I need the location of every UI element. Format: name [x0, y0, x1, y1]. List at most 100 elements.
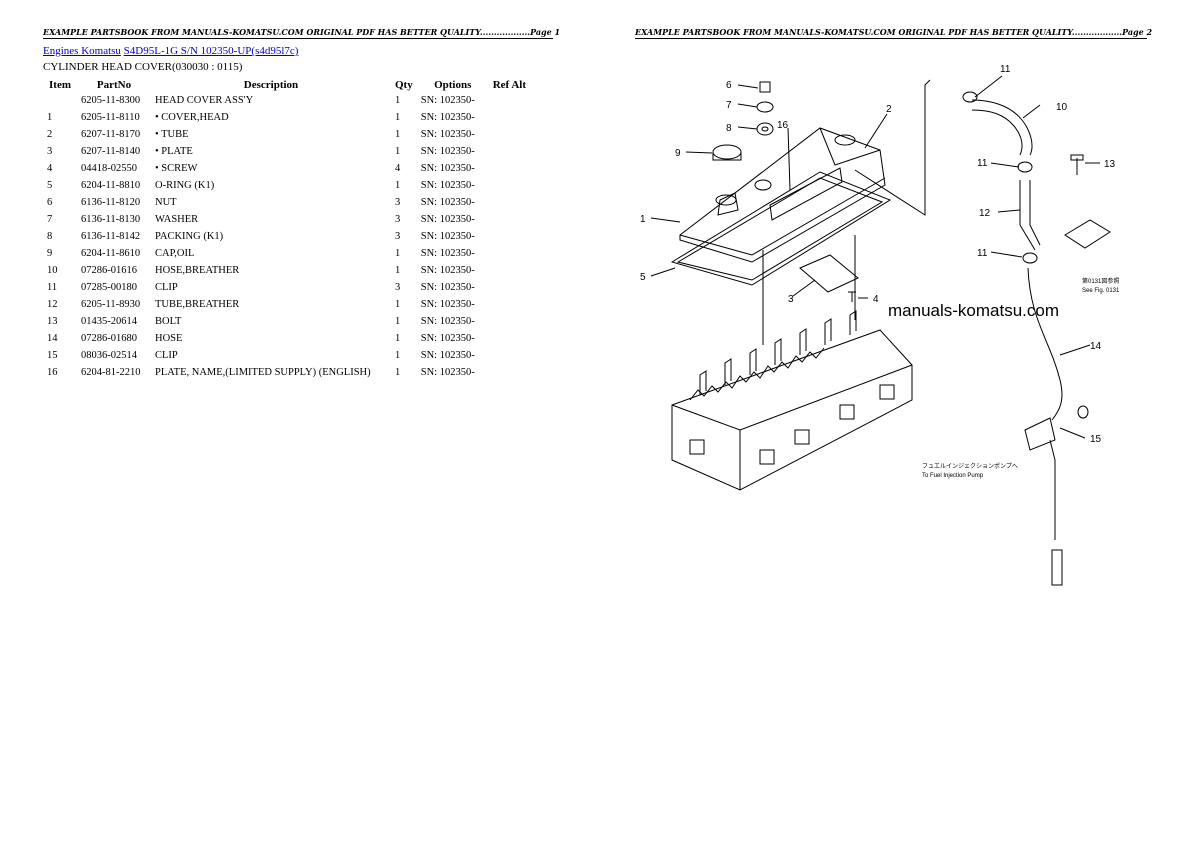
callout-16: 16 — [777, 120, 789, 131]
cell-options: SN: 102350- — [420, 163, 475, 174]
cell-options: SN: 102350- — [420, 350, 475, 361]
cell-options: SN: 102350- — [420, 231, 475, 242]
note-ref-en: See Fig. 0131 — [1082, 288, 1120, 294]
cell-qty: 1 — [395, 350, 401, 361]
cell-item: 4 — [47, 163, 53, 174]
cell-description: PACKING (K1) — [155, 231, 224, 242]
oil-cap-drawing — [712, 144, 742, 160]
cell-description: HOSE,BREATHER — [155, 265, 240, 276]
cell-qty: 1 — [395, 146, 401, 157]
cell-item: 6 — [47, 197, 53, 208]
cell-qty: 3 — [395, 231, 401, 242]
cell-item: 14 — [47, 333, 58, 344]
cell-qty: 1 — [395, 333, 401, 344]
callout-6: 6 — [726, 80, 732, 91]
cell-item: 3 — [47, 146, 53, 157]
cell-item: 1 — [47, 112, 53, 123]
cell-qty: 1 — [395, 95, 401, 106]
cell-qty: 1 — [395, 129, 401, 140]
cell-qty: 1 — [395, 367, 401, 378]
cell-options: SN: 102350- — [420, 333, 475, 344]
plate-drawing — [799, 254, 859, 293]
cell-options: SN: 102350- — [420, 367, 475, 378]
cell-item: 2 — [47, 129, 53, 140]
cell-qty: 3 — [395, 282, 401, 293]
cell-options: SN: 102350- — [420, 316, 475, 327]
cell-options: SN: 102350- — [420, 129, 475, 140]
callout-9: 9 — [675, 148, 681, 159]
callout-14: 14 — [1090, 341, 1102, 352]
note-pump-jp: フュエルインジェクションポンプへ — [922, 462, 1018, 470]
cell-description: • SCREW — [155, 163, 198, 174]
hose-14-drawing — [1027, 267, 1063, 421]
cell-options: SN: 102350- — [420, 265, 475, 276]
cell-item: 5 — [47, 180, 53, 191]
cell-partno: 6205-11-8930 — [81, 299, 141, 310]
cell-partno: 6205-11-8110 — [81, 112, 140, 123]
note-pump-en: To Fuel Injection Pump — [922, 473, 984, 479]
cell-description: O-RING (K1) — [155, 180, 215, 191]
cell-options: SN: 102350- — [420, 112, 475, 123]
callout-11b: 11 — [977, 158, 988, 169]
callout-11a: 11 — [1000, 64, 1011, 75]
cell-partno: 6204-11-8810 — [81, 180, 141, 191]
callout-10: 10 — [1056, 102, 1068, 113]
parts-table: Item PartNo Description Qty Options Ref … — [43, 77, 530, 381]
cell-item: 10 — [47, 265, 58, 276]
callout-2: 2 — [886, 104, 892, 115]
cell-qty: 1 — [395, 316, 401, 327]
cell-description: • PLATE — [155, 146, 193, 157]
cell-item: 13 — [47, 316, 58, 327]
cell-options: SN: 102350- — [420, 197, 475, 208]
cell-description: • COVER,HEAD — [155, 112, 229, 123]
cell-item: 11 — [47, 282, 58, 293]
callout-11c: 11 — [977, 248, 988, 259]
head-cover-drawing — [679, 127, 886, 263]
cell-description: PLATE, NAME,(LIMITED SUPPLY) (ENGLISH) — [155, 367, 371, 378]
page-2: EXAMPLE PARTSBOOK FROM MANUALS-KOMATSU.C… — [595, 0, 1190, 842]
callout-15: 15 — [1090, 434, 1102, 445]
col-partno: PartNo — [96, 78, 132, 91]
cell-qty: 1 — [395, 248, 401, 259]
cell-options: SN: 102350- — [420, 146, 475, 157]
breadcrumb-link-engines[interactable]: Engines Komatsu — [43, 45, 121, 57]
col-description: Description — [243, 78, 299, 91]
cell-qty: 1 — [395, 299, 401, 310]
cell-description: HOSE — [155, 333, 183, 344]
callout-5: 5 — [640, 272, 646, 283]
cell-qty: 1 — [395, 180, 401, 191]
page-1: EXAMPLE PARTSBOOK FROM MANUALS-KOMATSU.C… — [43, 27, 560, 381]
cell-description: WASHER — [155, 214, 199, 225]
cell-description: CLIP — [155, 282, 178, 293]
gasket-drawing — [670, 171, 892, 286]
breather-hose-drawing — [971, 99, 1033, 156]
page-header: EXAMPLE PARTSBOOK FROM MANUALS-KOMATSU.C… — [635, 27, 1153, 39]
col-options: Options — [434, 78, 472, 91]
breadcrumb-link-model[interactable]: S4D95L-1G S/N 102350-UP(s4d95l7c) — [123, 45, 299, 57]
callout-12: 12 — [979, 208, 991, 219]
cell-item: 9 — [47, 248, 53, 259]
cell-partno: 6207-11-8140 — [81, 146, 141, 157]
table-header-row: Item PartNo Description Qty Options Ref … — [43, 77, 530, 92]
cell-partno: 08036-02514 — [81, 350, 137, 361]
cell-partno: 6204-81-2210 — [81, 367, 141, 378]
cell-partno: 6205-11-8300 — [81, 95, 141, 106]
cell-options: SN: 102350- — [420, 214, 475, 225]
cell-partno: 07285-00180 — [81, 282, 137, 293]
cell-partno: 6136-11-8120 — [81, 197, 141, 208]
callout-3: 3 — [788, 294, 794, 305]
cell-options: SN: 102350- — [420, 180, 475, 191]
breadcrumb: Engines Komatsu S4D95L-1G S/N 102350-UP(… — [43, 45, 298, 57]
callout-7: 7 — [726, 100, 732, 111]
cell-options: SN: 102350- — [420, 248, 475, 259]
